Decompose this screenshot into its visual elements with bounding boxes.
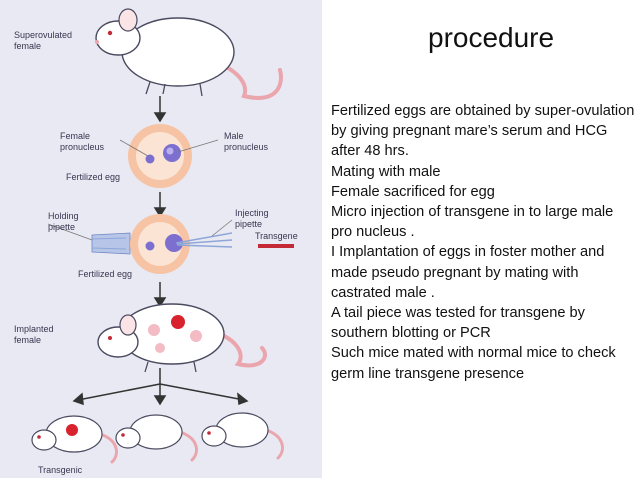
label-female: female (14, 41, 41, 52)
procedure-step: Female sacrificed for egg (331, 182, 636, 202)
label-transgene: Transgene (255, 231, 298, 242)
label-male-pronucleus-1: Male (224, 131, 244, 142)
label-transgenic: Transgenic (38, 465, 82, 476)
procedure-step: I Implantation of eggs in foster mother … (331, 242, 636, 303)
procedure-step: Fertilized eggs are obtained by super-ov… (331, 101, 636, 162)
label-male-pronucleus-2: pronucleus (224, 142, 268, 153)
label-fertilized-egg-1: Fertilized egg (66, 172, 120, 183)
label-holding-pipette-1: Holding (48, 211, 79, 222)
procedure-step: A tail piece was tested for transgene by… (331, 303, 636, 343)
label-fertilized-egg-2: Fertilized egg (78, 269, 132, 280)
procedure-steps-list: Fertilized eggs are obtained by super-ov… (331, 101, 636, 384)
procedure-step: Such mice mated with normal mice to chec… (331, 343, 636, 383)
label-injecting-pipette-2: pipette (235, 219, 262, 230)
slide-title: procedure (428, 22, 554, 54)
procedure-step: Mating with male (331, 162, 636, 182)
label-implanted-2: female (14, 335, 41, 346)
label-holding-pipette-2: pipette (48, 222, 75, 233)
transgene-bar (258, 244, 294, 248)
procedure-step: Micro injection of transgene in to large… (331, 202, 636, 242)
transgenic-mouse-figure: Superovulated female Female pronucleus M… (0, 0, 322, 478)
label-female-pronucleus-2: pronucleus (60, 142, 104, 153)
label-injecting-pipette-1: Injecting (235, 208, 269, 219)
label-implanted-1: Implanted (14, 324, 54, 335)
label-female-pronucleus-1: Female (60, 131, 90, 142)
label-superovulated: Superovulated (14, 30, 72, 41)
